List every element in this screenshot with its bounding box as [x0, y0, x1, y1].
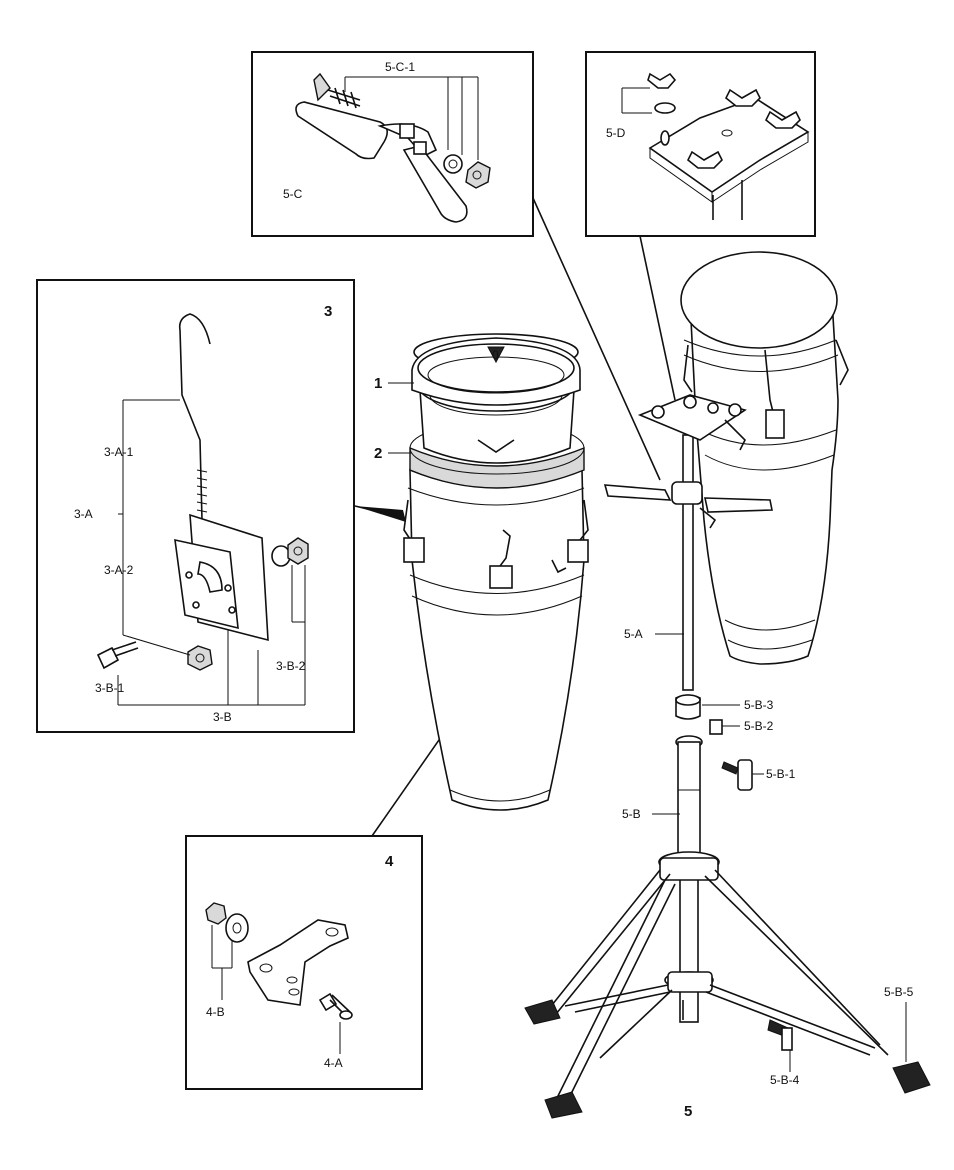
- callout-3: 3: [324, 303, 332, 320]
- callout-3-A-1: 3-A-1: [104, 445, 134, 459]
- callout-5-B-3: 5-B-3: [744, 698, 774, 712]
- callout-5-B-1: 5-B-1: [766, 767, 796, 781]
- callout-5-B: 5-B: [622, 807, 641, 821]
- main-callouts: 1 2 5-A 5-B 5-B-3 5-B-2 5-B-1 5-B-4 5-B-…: [374, 375, 914, 1120]
- conga-drum: 0: [403, 333, 589, 811]
- callout-5-C: 5-C: [283, 187, 303, 201]
- callout-3-B: 3-B: [213, 710, 232, 724]
- callout-4: 4: [385, 853, 394, 870]
- inset-5d-plate: 5-D: [585, 51, 816, 237]
- inset-3-lug-assembly: 3 3-A-1 3-A 3-A-2 3: [36, 279, 355, 733]
- callout-1: 1: [374, 375, 382, 392]
- callout-5-B-4: 5-B-4: [770, 1073, 800, 1087]
- callout-2: 2: [374, 445, 382, 462]
- tall-conga-drum: [680, 251, 849, 665]
- callout-4-A: 4-A: [324, 1056, 343, 1070]
- callout-3-B-2: 3-B-2: [276, 659, 306, 673]
- callout-5-C-1: 5-C-1: [385, 60, 415, 74]
- callout-5: 5: [684, 1103, 692, 1120]
- drum-mark-label: 0: [492, 348, 499, 362]
- callout-4-B: 4-B: [206, 1005, 225, 1019]
- callout-3-A-2: 3-A-2: [104, 563, 134, 577]
- callout-5-A: 5-A: [624, 627, 643, 641]
- callout-3-A: 3-A: [74, 507, 93, 521]
- callout-5-B-5: 5-B-5: [884, 985, 914, 999]
- conga-stand: [524, 394, 931, 1119]
- callout-5-D: 5-D: [606, 126, 626, 140]
- callout-5-B-2: 5-B-2: [744, 719, 774, 733]
- callout-3-B-1: 3-B-1: [95, 681, 125, 695]
- inset-5c-clamp: 5-C-1 5-C: [251, 51, 534, 237]
- inset-4-bracket: 4 4-B 4-A: [185, 835, 423, 1090]
